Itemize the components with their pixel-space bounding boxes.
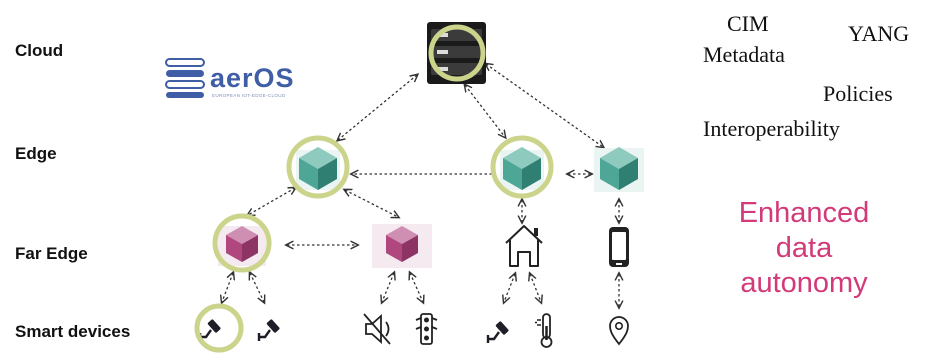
emph-line-1: Enhanced [738,197,870,229]
tier-label-smart-devices: Smart devices [15,322,131,341]
link-far1-cam2 [250,273,264,302]
tier-label-far-edge: Far Edge [15,244,88,263]
link-edge1-far2 [345,190,398,217]
highlight-ring-edge-2 [490,135,554,199]
link-edge1-far1 [248,188,295,215]
link-cloud-edge3 [486,64,603,147]
tier-label-edge: Edge [15,144,57,163]
edge-node-2 [500,147,544,190]
term-cim: CIM [727,11,769,36]
edge-node-3 [594,147,644,192]
highlight-ring-cloud [428,24,486,82]
traffic-light-icon [415,313,438,345]
cloud-server-icon [427,22,486,84]
emph-line-2: data [775,232,833,264]
term-metadata: Metadata [703,42,785,67]
link-far2-light [410,273,423,302]
edge-node-1 [296,147,340,190]
speaker-muted-icon [363,313,391,345]
highlight-ring-edge-1 [286,135,350,199]
term-yang: YANG [848,21,910,46]
emph-line-3: autonomy [740,267,868,299]
link-far1-cam1 [222,273,233,302]
security-camera-icon-3 [486,319,511,345]
security-camera-icon-2 [257,317,282,343]
location-pin-icon [609,316,629,346]
tier-label-cloud: Cloud [15,41,64,60]
aeros-logo: aerOS EUROPEAN IOT-EDGE-CLOUD [165,58,295,98]
thermometer-icon [535,313,553,348]
connections [222,64,619,307]
aeros-logo-subtitle: EUROPEAN IOT-EDGE-CLOUD [212,93,286,98]
link-far2-speaker [382,273,394,302]
highlight-ring-far-edge-1 [212,213,272,273]
link-home-cam [504,274,515,302]
highlight-ring-device [194,303,244,353]
home-icon [505,225,543,267]
security-camera-icon-1 [198,317,223,343]
link-cloud-edge2 [465,85,505,137]
term-policies: Policies [823,81,893,106]
smartphone-icon [609,227,629,267]
enhanced-data-autonomy: Enhanced data autonomy [714,196,894,301]
link-home-thermo [530,274,541,302]
aeros-logo-mark [165,58,205,98]
link-cloud-edge1 [338,75,417,140]
far-edge-node-2 [372,224,432,268]
aeros-logo-text: aerOS [210,63,295,93]
far-edge-node-1 [218,226,266,266]
term-interoperability: Interoperability [703,116,840,141]
